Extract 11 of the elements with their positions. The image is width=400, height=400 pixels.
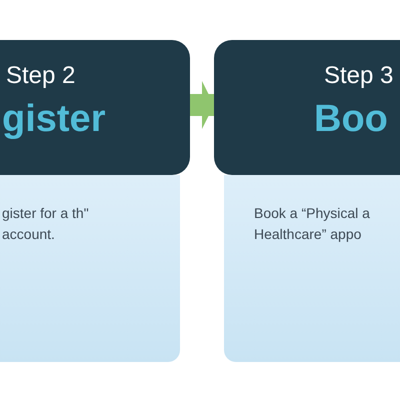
- arrow: [190, 81, 214, 129]
- step-header: [0, 40, 190, 175]
- step-card: [224, 175, 400, 362]
- step-number: Step 3: [324, 62, 394, 90]
- step-title: gister: [2, 98, 106, 141]
- step-card: [0, 175, 180, 362]
- step-header: [214, 40, 400, 175]
- step-description: gister for a th" account.: [2, 204, 90, 244]
- step-description: Book a “Physical a Healthcare” appo: [254, 204, 371, 244]
- step-title: Boo: [314, 98, 388, 141]
- step-number: Step 2: [6, 62, 76, 90]
